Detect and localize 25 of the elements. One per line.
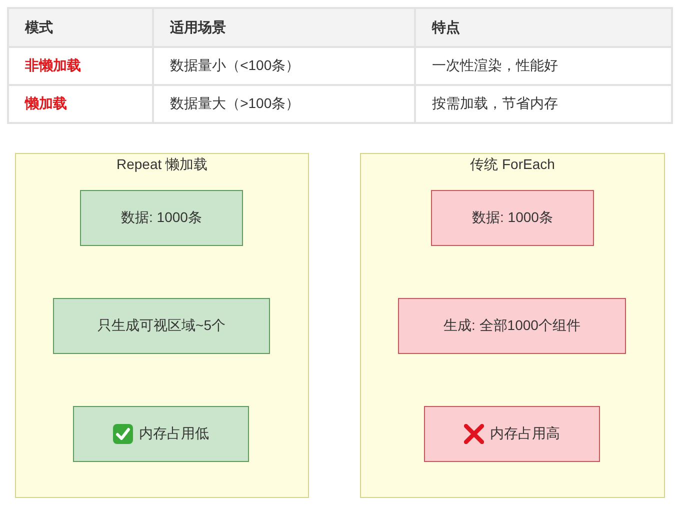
box-text: 数据: 1000条 xyxy=(472,209,553,227)
process-box xyxy=(80,190,243,246)
process-box xyxy=(73,406,249,462)
table-header-cell: 特点 xyxy=(415,8,672,47)
table-cell: 一次性渲染，性能好 xyxy=(415,47,672,85)
box-text: 内存占用低 xyxy=(139,425,209,443)
table-cell: 按需加载，节省内存 xyxy=(415,85,672,123)
process-box xyxy=(424,406,600,462)
box-text: 只生成可视区域~5个 xyxy=(98,317,226,335)
table-cell: 数据量大（>100条） xyxy=(153,85,416,123)
process-box xyxy=(398,298,626,354)
group-panel xyxy=(15,153,309,498)
box-text: 数据: 1000条 xyxy=(121,209,202,227)
group-panel xyxy=(360,153,665,498)
table-header-cell: 模式 xyxy=(8,8,154,47)
table-cell: 懒加载 xyxy=(8,85,154,123)
process-box xyxy=(431,190,594,246)
process-box xyxy=(53,298,270,354)
table-header-cell: 适用场景 xyxy=(153,8,416,47)
panel-title: Repeat 懒加载 xyxy=(115,156,209,174)
table-cell: 非懒加载 xyxy=(8,47,154,85)
box-text: 生成: 全部1000个组件 xyxy=(444,317,580,335)
box-text: 内存占用高 xyxy=(490,425,560,443)
panel-title: 传统 ForEach xyxy=(469,156,556,174)
table-cell: 数据量小（<100条） xyxy=(153,47,416,85)
